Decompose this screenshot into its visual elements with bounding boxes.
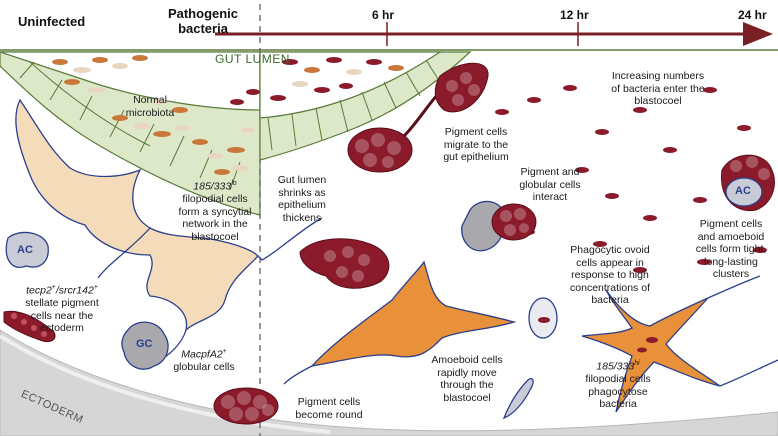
pigment-round-line1: Pigment cells xyxy=(297,396,361,408)
gut-epithelium-right xyxy=(259,51,472,161)
globular-sup: + xyxy=(222,348,227,355)
filopodial-hi-sup: hi xyxy=(634,360,640,367)
filopodial-lo-line1: filopodial cells xyxy=(182,193,248,205)
gut-shrinks-line4: thickens xyxy=(282,211,322,224)
gc-label: GC xyxy=(136,338,153,350)
label-amoeboid: Amoeboid cells rapidly move through the … xyxy=(424,354,510,404)
label-clusters: Pigment cells and amoeboid cells form ti… xyxy=(686,218,776,281)
label-stellate: tecp2+/srcr142+ stellate pigment cells n… xyxy=(2,282,122,335)
gut-shrinks-line2: shrinks as xyxy=(278,186,326,199)
normal-microbiota-cluster xyxy=(52,55,255,175)
clusters-line5: clusters xyxy=(712,268,750,280)
interact-line2: globular cells xyxy=(519,178,581,191)
normal-microbiota-line1: Normal xyxy=(133,94,167,106)
gut-epithelium-left xyxy=(0,51,261,216)
normal-microbiota-line2: microbiota xyxy=(125,106,175,119)
clusters-line3: cells form tight, xyxy=(695,243,767,255)
ac-label-left: AC xyxy=(17,244,33,256)
clusters-line4: long-lasting xyxy=(704,255,758,268)
globular-cell xyxy=(121,321,169,370)
increasing-line1: Increasing numbers xyxy=(611,70,705,82)
clusters-line2: and amoeboid xyxy=(697,230,765,243)
filopodial-hi-line1: filopodial cells xyxy=(585,373,651,385)
ovoid-line5: bacteria xyxy=(591,294,629,306)
filopodial-cell-middle xyxy=(283,260,517,385)
filopodial-hi-gene: 185/333 xyxy=(596,360,635,373)
pigment-migrate-line1: Pigment cells xyxy=(444,126,508,138)
uninfected-header: Uninfected xyxy=(18,14,86,29)
amoeboid-line3: through the xyxy=(440,379,494,391)
stellate-sup2: + xyxy=(93,284,98,291)
label-filopodial-hi: 185/333hi filopodial cells phagocytose b… xyxy=(572,358,664,411)
label-normal-microbiota: Normal microbiota xyxy=(110,94,190,119)
ovoid-line4: concentrations of xyxy=(570,281,650,294)
pigment-migrate-line2: migrate to the xyxy=(443,138,509,151)
clusters-line1: Pigment cells xyxy=(699,218,763,230)
label-globular: MacpfA2+ globular cells xyxy=(164,346,244,374)
pigment-migrate-line3: gut epithelium xyxy=(443,151,509,163)
tick-12hr: 12 hr xyxy=(560,8,589,22)
ac-label-cluster: AC xyxy=(735,185,751,197)
filopodial-lo-sup: lo xyxy=(231,180,237,187)
label-pigment-round: Pigment cells become round xyxy=(286,396,372,421)
pigment-cell-epithelium xyxy=(434,62,489,113)
label-pigment-migrate: Pigment cells migrate to the gut epithel… xyxy=(428,126,524,164)
globular-line1: globular cells xyxy=(173,361,235,373)
increasing-line2: of bacteria enter the xyxy=(611,82,705,95)
filopodial-lo-line3: network in the xyxy=(182,218,248,230)
pigment-cell-migrating xyxy=(347,82,449,173)
gut-shrinks-line1: Gut lumen xyxy=(277,174,327,186)
pathogenic-line1: Pathogenic xyxy=(167,6,239,21)
increasing-line3: blastocoel xyxy=(634,95,682,107)
stellate-gene1: tecp2 xyxy=(26,284,52,297)
label-increasing: Increasing numbers of bacteria enter the… xyxy=(596,70,720,108)
pigment-round-line2: become round xyxy=(295,408,363,421)
round-pigment-cell-bottom xyxy=(213,387,279,425)
pigment-amoeboid-cluster xyxy=(721,154,775,212)
ovoid-phagocytic-cell xyxy=(528,297,558,339)
gut-lumen-label: GUT LUMEN xyxy=(215,52,290,66)
amoeboid-line1: Amoeboid cells xyxy=(431,354,503,366)
stellate-line1: stellate pigment xyxy=(25,297,99,309)
globular-gene: MacpfA2 xyxy=(181,348,223,361)
stellate-sup1: + xyxy=(51,284,56,291)
stellate-pigment-cell xyxy=(3,310,56,343)
amoeboid-cell-moving xyxy=(502,377,534,420)
ovoid-line2: cells appear in xyxy=(576,256,644,269)
label-filopodial-lo: 185/333lo filopodial cells form a syncyt… xyxy=(160,178,270,243)
amoeboid-line2: rapidly move xyxy=(437,366,497,379)
amoeboid-cell-left xyxy=(5,231,49,268)
stellate-line2: cells near the xyxy=(30,309,94,322)
pathogenic-line2: bacteria xyxy=(178,21,228,36)
pigment-globular-pair xyxy=(461,200,537,252)
timeline-arrow xyxy=(215,22,773,46)
filopodial-hi-line3: bacteria xyxy=(599,398,637,410)
label-gut-shrinks: Gut lumen shrinks as epithelium thickens xyxy=(262,174,342,224)
stellate-line3: ectoderm xyxy=(40,322,84,334)
filopodial-lo-line4: blastocoel xyxy=(191,230,239,243)
interact-line3: interact xyxy=(532,191,568,203)
interact-line1: Pigment and xyxy=(520,166,580,178)
amoeboid-line4: blastocoel xyxy=(443,391,491,404)
tick-24hr: 24 hr xyxy=(738,8,767,22)
filopodial-cell-hi xyxy=(581,275,778,413)
stellate-gene2: /srcr142 xyxy=(55,284,94,297)
pigment-cell-middle xyxy=(299,238,390,289)
gut-shrinks-line3: epithelium xyxy=(278,199,326,211)
tick-6hr: 6 hr xyxy=(372,8,395,22)
ovoid-line3: response to high xyxy=(571,269,649,281)
ovoid-line1: Phagocytic ovoid xyxy=(570,244,650,256)
filopodial-lo-gene: 185/333 xyxy=(193,180,232,193)
filopodial-lo-line2: form a syncytial xyxy=(178,205,252,218)
filopodial-hi-line2: phagocytose xyxy=(588,385,648,398)
pathogenic-bacteria-header: Pathogenic bacteria xyxy=(163,6,243,36)
label-interact: Pigment and globular cells interact xyxy=(508,166,592,204)
label-phagocytic-ovoid: Phagocytic ovoid cells appear in respons… xyxy=(558,244,662,307)
